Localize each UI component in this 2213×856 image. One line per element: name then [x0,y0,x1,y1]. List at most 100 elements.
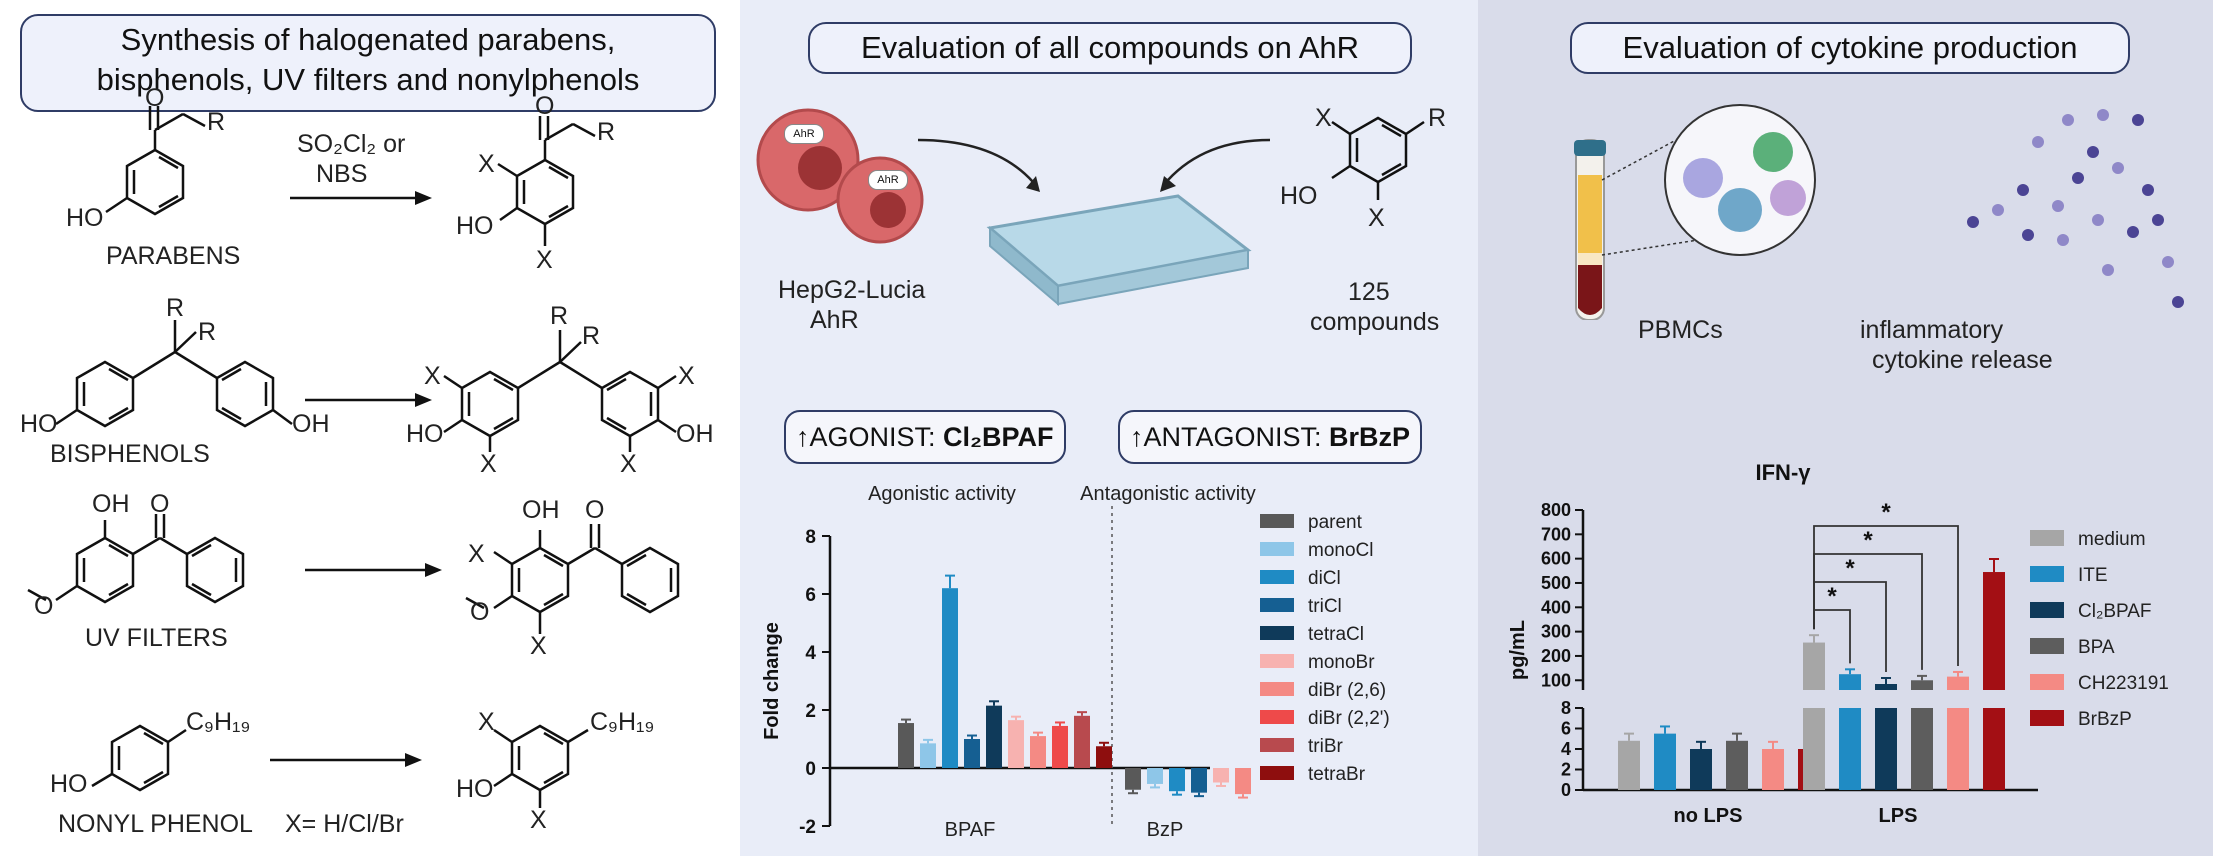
atom-label: HO [456,775,494,803]
pbmc-illustration [1574,104,2184,320]
atom-label: HO [406,420,444,448]
paraben-product-ring [515,158,575,226]
atom-label: O [145,84,165,112]
legend-label: parent [1308,512,1363,533]
category-label: BzP [1147,819,1184,841]
atom-label: X [1315,104,1332,132]
paraben-ring [125,148,185,216]
bar-dibr-2-2- [1052,725,1068,768]
atom-label: HO [20,410,58,438]
compounds-count: 125 [1348,278,1390,306]
legend-label: triBr [1308,736,1344,757]
legend-swatch [2030,674,2064,690]
group-label-antagonistic: Antagonistic activity [1080,483,1256,505]
legend-label: medium [2078,529,2146,550]
row-label-uv-filters: UV FILTERS [85,624,228,652]
cytokine-dot [2072,172,2084,184]
bar-dibr-2-6- [1030,736,1046,768]
y-tick-label: 200 [1541,646,1571,666]
atom-label: O [150,490,170,518]
legend-swatch [2030,566,2064,582]
bar-monobr [1213,768,1229,783]
uv-product-left [510,546,570,614]
y-tick-label: 8 [1561,698,1571,718]
atom-label: OH [676,420,714,448]
cells-label-line2: AhR [810,306,859,334]
atom-label: X [536,246,553,274]
legend-swatch [1260,598,1294,612]
immune-cell-icon [1753,132,1793,172]
y-tick-label: 0 [1561,780,1571,800]
uv-product-right [620,546,680,614]
significance-bracket [1813,553,1923,670]
synthesis-panel: Synthesis of halogenated parabens, bisph… [0,0,740,856]
y-tick-label: -2 [799,817,816,838]
legend-swatch [2030,710,2064,726]
cytokine-dot [2097,109,2109,121]
ahr-title: Evaluation of all compounds on AhR [808,22,1412,74]
arrow-icon [1167,138,1271,181]
bar-parent [1125,768,1141,790]
cytokine-dot [2132,114,2144,126]
bar-ch223191-lower [1947,708,1969,790]
y-tick-label: 500 [1541,573,1571,593]
halophenol-structure [1331,116,1425,200]
legend-swatch [1260,654,1294,668]
release-label-line1: inflammatory [1860,316,2004,344]
y-tick-label: 0 [805,759,816,780]
y-axis-label: pg/mL [1507,620,1529,680]
legend-label: tetraBr [1308,764,1366,785]
cytokine-dot [2087,146,2099,158]
bar-dicl [1169,768,1185,792]
nonylphenol-ring [110,724,170,792]
bisphenol-ring-left [75,360,135,428]
immune-cell-icon [1770,180,1806,216]
atom-label: X [1368,204,1385,232]
cytokine-dot [2162,256,2174,268]
legend-label: triCl [1308,596,1342,617]
antagonist-value: BrBzP [1329,422,1411,452]
bar-bpa [1726,740,1748,790]
cytokine-dot [2062,114,2074,126]
y-tick-label: 8 [805,527,816,548]
legend-swatch [1260,626,1294,640]
antagonist-prefix: ↑ANTAGONIST: [1130,422,1330,452]
arrow-head-2 [415,393,432,407]
immune-cell-icon [1683,158,1723,198]
atom-label: X [478,708,495,736]
cytokine-dot [1967,216,1979,228]
atom-label: X [530,806,547,834]
bar-dicl [942,588,958,768]
arrow-icon [917,138,1034,183]
bar-tricl [964,739,980,768]
atom-label: OH [92,490,130,518]
atom-label: HO [1280,182,1318,210]
cytokine-dot [2057,234,2069,246]
legend-swatch [2030,602,2064,618]
cytokine-dot [2092,214,2104,226]
atom-label: HO [50,770,88,798]
uv-ring-right [185,536,245,604]
cytokine-dot [2032,136,2044,148]
category-label: no LPS [1674,805,1743,827]
row-label-nonyl-phenol: NONYL PHENOL [58,810,253,838]
atom-label: R [207,108,226,136]
immune-cell-icon [1718,188,1762,232]
atom-label: HO [456,212,494,240]
release-label-line2: cytokine release [1872,346,2053,374]
cytokine-dots [1967,109,2184,308]
agonist-highlight: ↑AGONIST: Cl₂BPAF [784,410,1066,464]
atom-label: X [468,540,485,568]
y-tick-label: 4 [1561,739,1571,759]
legend-label: tetraCl [1308,624,1364,645]
legend-label: diCl [1308,568,1341,589]
y-tick-label: 800 [1541,500,1571,520]
y-tick-label: 600 [1541,549,1571,569]
ahr-tag: AhR [868,170,908,190]
cytokine-dot [2052,200,2064,212]
legend-label: ITE [2078,565,2108,586]
significance-bracket [1813,525,1959,666]
legend-swatch [2030,638,2064,654]
bar-medium [1618,740,1640,790]
